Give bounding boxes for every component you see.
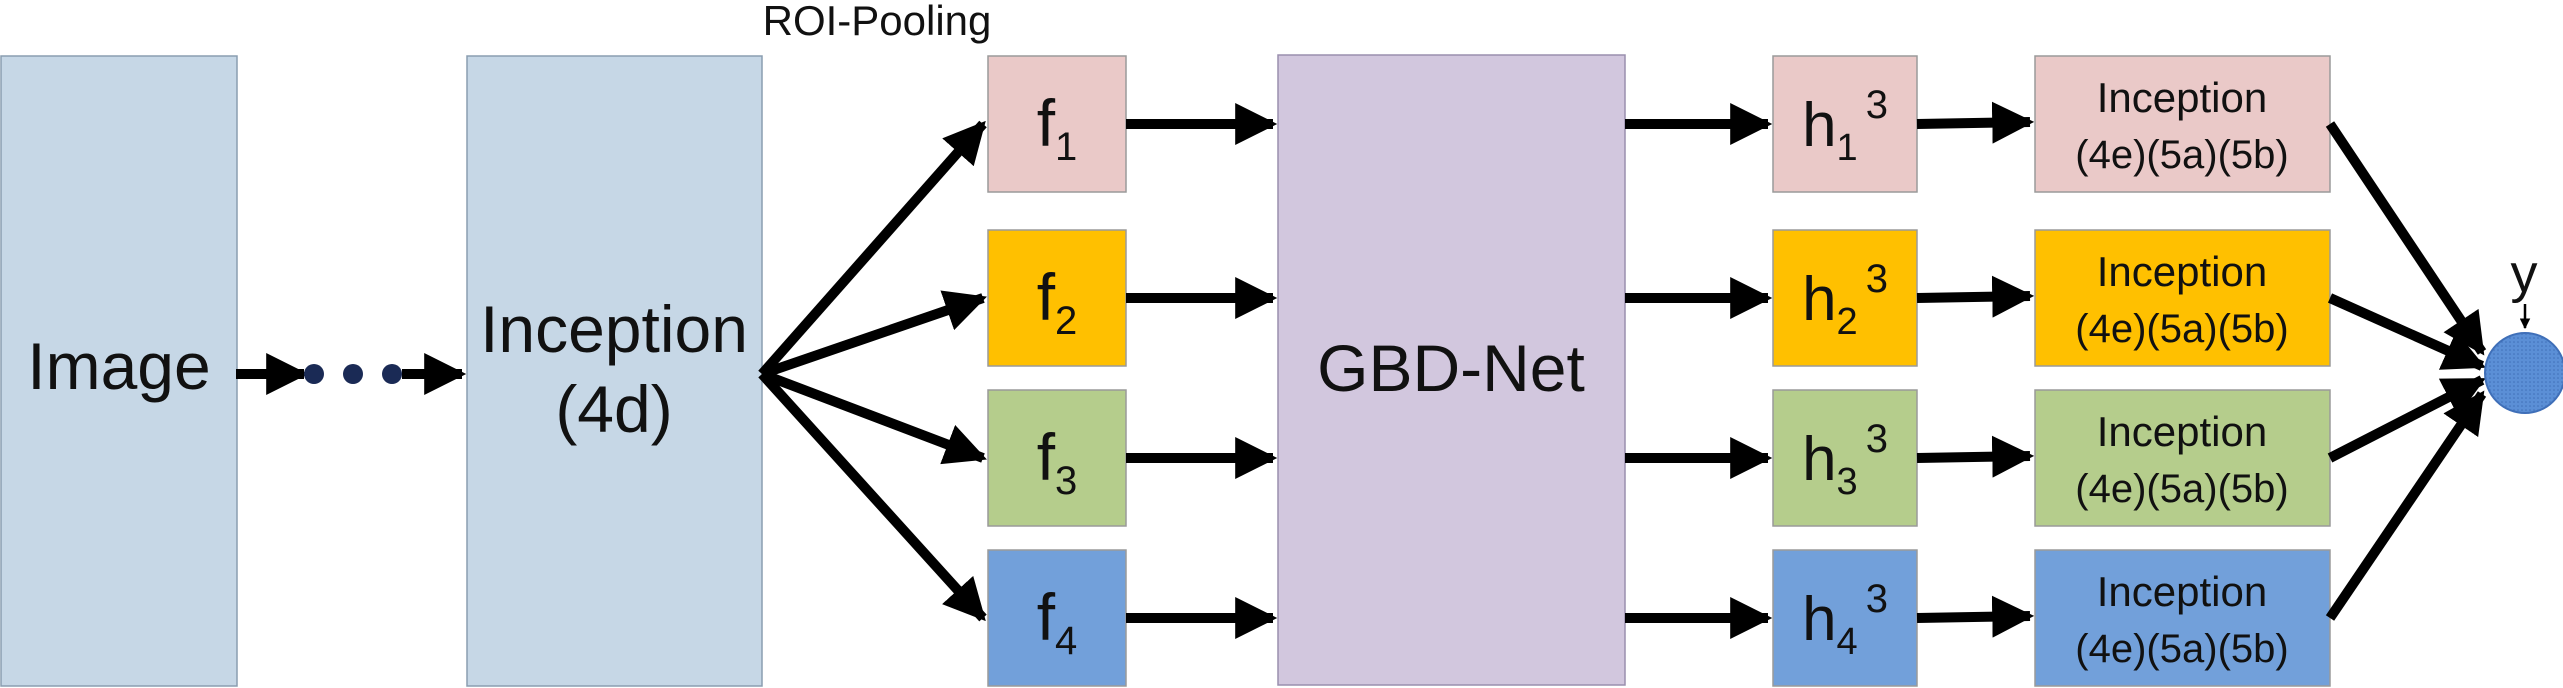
h3-box [1772, 389, 1918, 527]
f4-label: f4 [1037, 580, 1078, 663]
inception-5b-4-line1: Inception [2097, 568, 2267, 615]
f2-box [987, 229, 1127, 367]
h4-label: h43 [1802, 577, 1888, 663]
roi-pooling-label: ROI-Pooling [763, 0, 992, 44]
image-label: Image [27, 329, 210, 403]
arrow-inception-to-f4 [758, 370, 987, 622]
arrow-inception-5b-4-to-output [2325, 390, 2487, 621]
arrow-inception-to-f2 [760, 290, 987, 379]
h3-label: h33 [1802, 417, 1888, 503]
inception-5b-1-line1: Inception [2097, 74, 2267, 121]
inception-5b-1-line2: (4e)(5a)(5b) [2075, 133, 2288, 177]
gbd-net-label: GBD-Net [1317, 331, 1585, 405]
arrow-inception-to-f3 [760, 369, 987, 465]
inception-4d-block [466, 55, 763, 687]
inception-5b-1-box [2034, 55, 2331, 193]
arrow-inception-5b-1-to-output [2325, 121, 2487, 356]
h1-box [1772, 55, 1918, 193]
inception-5b-2-line1: Inception [2097, 248, 2267, 295]
image-block [0, 55, 238, 687]
inception-5b-4-line2: (4e)(5a)(5b) [2075, 627, 2288, 671]
output-node [2484, 332, 2563, 414]
inception-5b-3-box [2034, 389, 2331, 527]
f3-label: f3 [1037, 420, 1078, 503]
inception-5b-3-line1: Inception [2097, 408, 2267, 455]
h4-box [1772, 549, 1918, 687]
ellipsis-dot-2 [343, 364, 363, 384]
h2-box [1772, 229, 1918, 367]
output-label: y [2511, 244, 2538, 304]
inception-5b-4-box [2034, 549, 2331, 687]
inception-5b-2-line2: (4e)(5a)(5b) [2075, 307, 2288, 351]
ellipsis-dot-3 [382, 364, 402, 384]
f1-box [987, 55, 1127, 193]
arrow-h2-to-inception [1916, 275, 2035, 318]
ellipsis-dot-1 [304, 364, 324, 384]
arrow-inception-5b-2-to-output [2327, 293, 2486, 371]
inception-4d-label-line2: (4d) [555, 372, 672, 446]
h1-label: h13 [1802, 83, 1888, 169]
h2-label: h23 [1802, 257, 1888, 343]
arrow-h3-to-inception [1916, 435, 2035, 478]
inception-5b-3-line2: (4e)(5a)(5b) [2075, 467, 2288, 511]
arrow-h1-to-inception [1916, 101, 2035, 144]
arrow-h4-to-inception [1916, 595, 2035, 638]
gbd-net-block [1277, 54, 1626, 686]
f2-label: f2 [1037, 260, 1078, 343]
inception-4d-label-line1: Inception [480, 292, 748, 366]
arrow-inception-to-f1 [758, 120, 987, 378]
f4-box [987, 549, 1127, 687]
f3-box [987, 389, 1127, 527]
f1-label: f1 [1037, 86, 1078, 169]
